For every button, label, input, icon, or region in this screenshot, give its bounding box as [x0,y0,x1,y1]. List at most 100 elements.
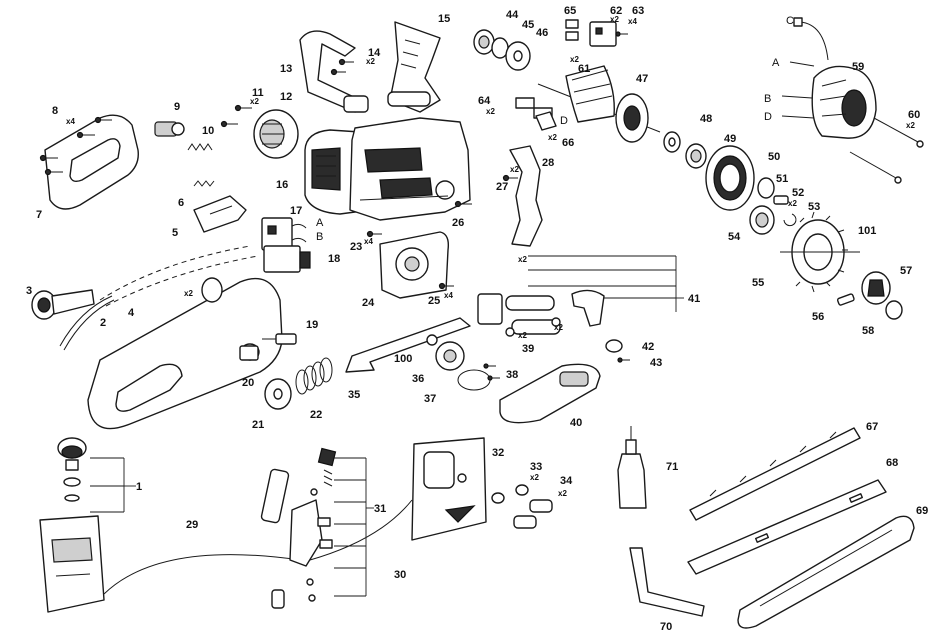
label-5: 5 [172,227,178,239]
part-47-armature [537,65,661,143]
part-5-trigger [193,195,247,233]
label-53: 53 [808,201,820,213]
main-handle-body [39,515,105,613]
qty-52: x2 [788,199,797,208]
part-11-screws [220,104,252,128]
part-31-oil-pump [260,447,337,609]
part-2-cord [59,295,115,351]
label-10: 10 [202,125,214,137]
part-30-oil-line [309,499,413,561]
part-28-bumper-spike [509,145,543,247]
part-60-bolts [849,117,924,184]
part-46-washer [505,41,531,71]
part-26-screw [454,200,472,208]
part-69-bar-cover [737,515,915,629]
part-17-switch-bracket [261,217,307,251]
label-39: 39 [522,343,534,355]
leader-lines [90,255,684,597]
label-101: 101 [858,225,876,237]
part-49-bearing [685,143,707,169]
part-21-washer [264,378,292,410]
qty-41a: x2 [518,255,527,264]
part-34-bolts [513,499,553,529]
part-33-nuts [491,484,529,504]
label-56: 56 [812,311,824,323]
label-29: 29 [186,519,198,531]
label-43: 43 [650,357,662,369]
wire-label-d: D [764,111,772,123]
label-34: 34 [560,475,573,487]
part-50-gear-ring [705,145,755,211]
part-3-cord-guard [31,289,95,320]
qty-4: x2 [184,289,193,298]
label-14: 14 [368,47,381,59]
wire-label-a-17: A [316,217,324,229]
label-51: 51 [776,173,788,185]
qty-41b: x2 [554,323,563,332]
label-59: 59 [852,61,864,73]
qty-60: x2 [906,121,915,130]
label-54: 54 [728,231,741,243]
qty-33: x2 [530,473,539,482]
qty-8: x4 [66,117,75,126]
label-17: 17 [290,205,302,217]
label-63: 63 [632,5,644,17]
label-6: 6 [178,197,184,209]
part-62-brush-holder [589,21,617,47]
label-48: 48 [700,113,712,125]
stator-wires [781,17,829,119]
wire-label-d-66: D [560,115,568,127]
qty-39: x2 [518,331,527,340]
part-48-washer [663,131,681,153]
label-67: 67 [866,421,878,433]
part-56-pin [836,293,855,306]
label-27: 27 [496,181,508,193]
wire-label-b-17: B [316,231,323,243]
label-9: 9 [174,101,180,113]
label-8: 8 [52,105,58,117]
part-44-bearing [473,29,495,55]
label-37: 37 [424,393,436,405]
part-27-screws [502,174,518,182]
label-2: 2 [100,317,106,329]
label-19: 19 [306,319,318,331]
label-22: 22 [310,409,322,421]
qty-11: x2 [250,97,259,106]
part-number-labels: 1 2 3 4 5 6 7 8 9 10 11 12 13 14 15 16 1… [26,5,928,633]
label-1: 1 [136,481,142,493]
main-housing [349,117,471,221]
label-28: 28 [542,157,554,169]
part-63-screws [615,31,628,37]
qty-62: x2 [610,15,619,24]
part-25-screws [438,282,454,290]
qty-25: x4 [444,291,453,300]
label-45: 45 [522,19,534,31]
qty-34: x2 [558,489,567,498]
part-32-side-plate [411,437,487,541]
part-12-gear-cover [253,109,299,159]
part-54-bearing [749,205,775,235]
label-4: 4 [128,307,135,319]
label-62: 62 [610,5,622,17]
part-24-bearing-plate [379,231,450,299]
label-57: 57 [900,265,912,277]
part-23-screws [366,230,382,238]
part-35-brake-band [345,317,471,373]
part-43-screw [617,357,630,363]
label-33: 33 [530,461,542,473]
label-70: 70 [660,621,672,633]
label-38: 38 [506,369,518,381]
label-21: 21 [252,419,264,431]
label-7: 7 [36,209,42,221]
label-69: 69 [916,505,928,517]
label-47: 47 [636,73,648,85]
label-68: 68 [886,457,898,469]
label-23: 23 [350,241,362,253]
label-24: 24 [362,297,375,309]
part-42-washer [605,339,623,353]
label-18: 18 [328,253,340,265]
label-42: 42 [642,341,654,353]
wire-label-a: A [772,57,780,69]
part-18-switch [263,245,311,273]
